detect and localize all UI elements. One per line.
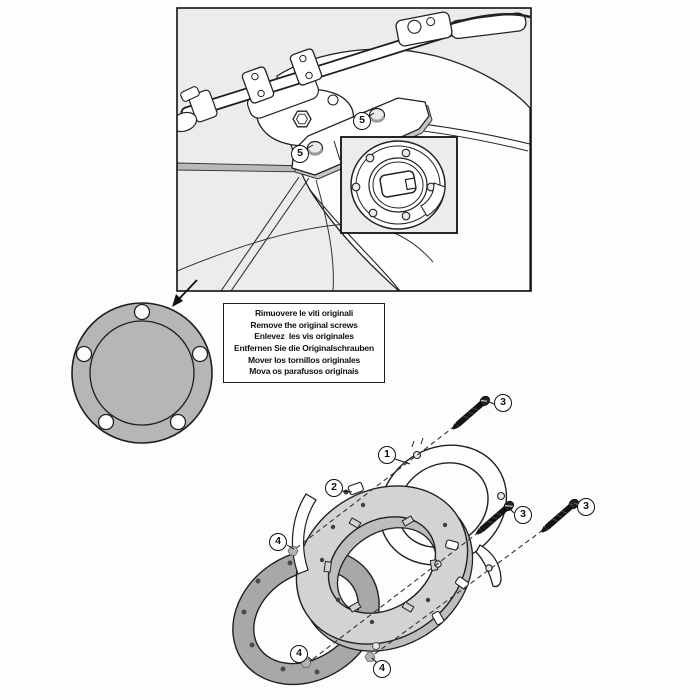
riser-clamp-right (289, 48, 323, 86)
hex-bolt-icon (292, 110, 312, 128)
instruction-line-de: Entfernen Sie die Originalschrauben (234, 343, 374, 353)
cap-hinge (420, 182, 446, 217)
rim-tabs (347, 481, 469, 626)
flange-ring-2 (291, 481, 474, 652)
callout-3-right: 3 (577, 498, 595, 516)
callout-3-middle: 3 (514, 506, 532, 524)
callout-5-right: 5 (353, 112, 371, 130)
instruction-line-es: Mover los tornillos originales (247, 354, 361, 365)
mirror-mount (180, 86, 200, 102)
frame-line (230, 177, 310, 291)
spacer-ring-4 (232, 548, 380, 686)
callout-4-bottom-left: 4 (290, 645, 308, 663)
instruction-line-it: Rimuovere le viti originali (254, 308, 354, 319)
brake-lever (449, 13, 531, 26)
bolt-icon (327, 94, 339, 106)
arrow-icon (172, 279, 198, 307)
callout-2: 2 (325, 479, 343, 497)
brake-master-cylinder (395, 11, 453, 47)
bracket-step (333, 140, 341, 161)
assembly-guide-lines (294, 425, 544, 663)
bolt-icon (372, 642, 380, 650)
frame-line (220, 176, 300, 291)
instruction-line-pt: Mova os parafusos originais (249, 366, 359, 377)
ring-notch (411, 440, 415, 448)
instruction-box: Rimuovere le viti originali Remove the o… (223, 303, 385, 383)
detail-panel-border (176, 7, 532, 292)
handlebar-tank-illustration (177, 8, 531, 291)
callout-4-top: 4 (269, 533, 287, 551)
cap-latch (379, 170, 417, 198)
exploded-view (232, 393, 581, 686)
callout-5-left: 5 (291, 145, 309, 163)
instruction-line-fr: Enlevez les vis originales (254, 331, 354, 342)
leader-lines (286, 400, 578, 664)
spacer-hole (280, 666, 286, 672)
riser-clamp-left (241, 66, 275, 104)
spacer-hole (249, 642, 255, 648)
fixing-screw (449, 393, 492, 433)
original-cap-flange (71, 302, 213, 444)
spacer-hole (255, 578, 261, 584)
callout-3-top: 3 (494, 394, 512, 412)
screw-hole (496, 491, 506, 501)
inner-scallops (323, 515, 439, 613)
instruction-line-en: Remove the original screws (250, 319, 358, 330)
face-screws (319, 489, 448, 625)
spacer-hole (287, 560, 293, 566)
callout-4-bottom-right: 4 (373, 660, 391, 678)
fixing-screw (538, 496, 581, 536)
ring-notch (420, 437, 424, 445)
release-lever-strip (291, 493, 317, 575)
fuel-cap (350, 140, 446, 230)
frame-line (315, 179, 334, 291)
callout-1: 1 (378, 446, 396, 464)
hex-bolt-inner (295, 113, 309, 125)
spacer-hole (314, 669, 320, 675)
spacer-hole (241, 609, 247, 615)
fairing-line (177, 223, 434, 272)
